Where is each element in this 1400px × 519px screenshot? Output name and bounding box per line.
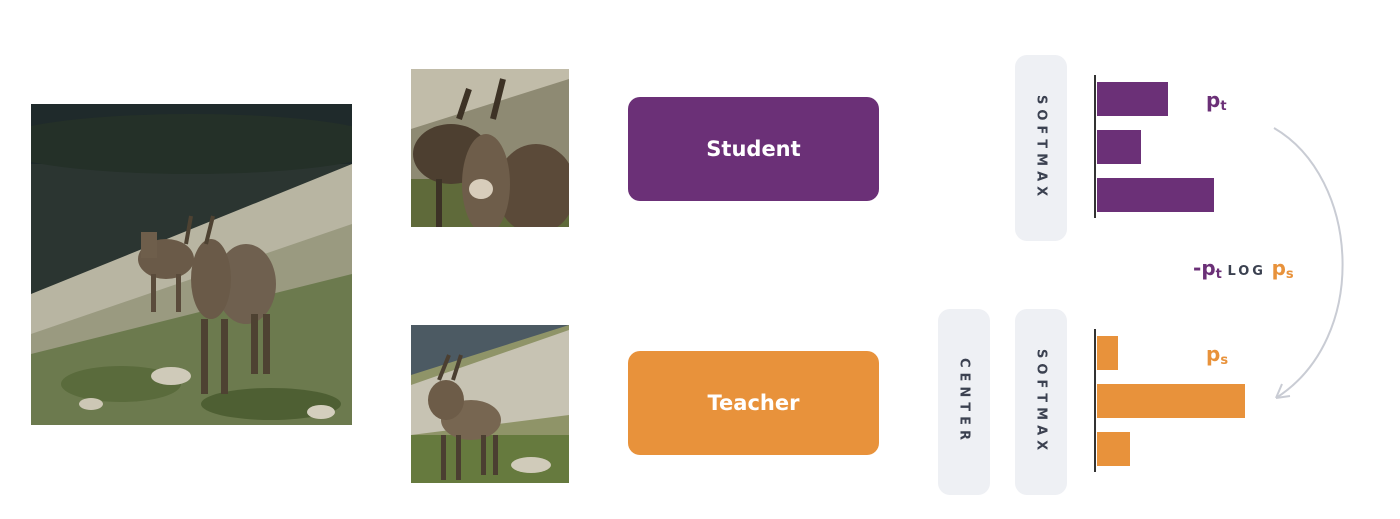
student-distribution-axis bbox=[1094, 75, 1096, 218]
teacher-network: Teacher bbox=[628, 351, 879, 455]
original-image bbox=[31, 104, 352, 425]
student-distribution-label: pt bbox=[1206, 88, 1227, 114]
teacher-softmax-label: SOFTMAX bbox=[1033, 348, 1049, 456]
curved-arrow-icon bbox=[1273, 127, 1344, 399]
teacher-center-block: CENTER bbox=[938, 309, 990, 495]
loss-ps: ps bbox=[1271, 256, 1294, 282]
student-crop-image bbox=[411, 69, 569, 227]
student-prob-bar bbox=[1097, 82, 1168, 116]
student-softmax-block: SOFTMAX bbox=[1015, 55, 1067, 241]
teacher-distribution-label: ps bbox=[1206, 342, 1229, 368]
student-softmax-label: SOFTMAX bbox=[1033, 94, 1049, 202]
student-network: Student bbox=[628, 97, 879, 201]
teacher-prob-bar bbox=[1097, 384, 1245, 418]
loss-pt: pt bbox=[1201, 256, 1222, 282]
loss-prefix: - bbox=[1193, 256, 1202, 280]
loss-log: LOG bbox=[1227, 264, 1266, 279]
teacher-crop-image bbox=[411, 325, 569, 483]
teacher-prob-bar bbox=[1097, 432, 1130, 466]
teacher-distribution-axis bbox=[1094, 329, 1096, 472]
teacher-label: Teacher bbox=[707, 391, 800, 415]
teacher-prob-bar bbox=[1097, 336, 1118, 370]
teacher-center-label: CENTER bbox=[956, 358, 972, 446]
student-prob-bar bbox=[1097, 130, 1141, 164]
student-label: Student bbox=[706, 137, 801, 161]
teacher-softmax-block: SOFTMAX bbox=[1015, 309, 1067, 495]
cross-entropy-loss: -pt LOG ps bbox=[1193, 256, 1294, 282]
student-prob-bar bbox=[1097, 178, 1214, 212]
